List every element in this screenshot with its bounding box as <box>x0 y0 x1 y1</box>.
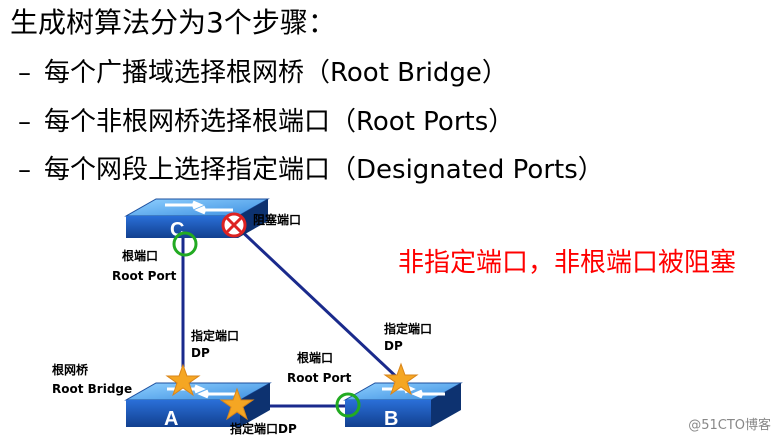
bullet-root-bridge: –每个广播域选择根网桥（Root Bridge） <box>18 56 508 90</box>
a-dp-label-en: DP <box>191 346 210 360</box>
designated-port-star-a-right <box>219 387 255 421</box>
bullet-text: 每个网段上选择指定端口（Designated Ports） <box>44 155 604 185</box>
a-bottom-dp-label: 指定端口DP <box>230 422 297 436</box>
b-root-port-label-en: Root Port <box>287 371 352 385</box>
bullet-text: 每个广播域选择根网桥（Root Bridge） <box>44 58 508 88</box>
bullet-root-ports: –每个非根网桥选择根端口（Root Ports） <box>18 105 514 139</box>
root-port-marker-b <box>335 392 361 418</box>
switch-a <box>124 382 272 427</box>
b-dp-label-en: DP <box>384 339 403 353</box>
root-bridge-label-cn: 根网桥 <box>52 363 89 377</box>
b-dp-label-cn: 指定端口 <box>384 322 433 336</box>
bullet-designated-ports: –每个网段上选择指定端口（Designated Ports） <box>18 153 604 187</box>
switch-a-label: A <box>164 408 178 430</box>
switch-c-label: C <box>170 219 184 241</box>
bullet-text: 每个非根网桥选择根端口（Root Ports） <box>44 107 515 137</box>
switch-b <box>343 382 463 427</box>
c-root-port-label-en: Root Port <box>112 269 177 283</box>
blocked-port-label: 阻塞端口 <box>253 213 302 227</box>
switch-c <box>124 198 270 238</box>
blocked-port-icon <box>221 212 247 238</box>
switch-b-label: B <box>384 408 398 430</box>
c-root-port-label-cn: 根端口 <box>122 249 159 263</box>
root-bridge-label-en: Root Bridge <box>52 382 133 396</box>
designated-port-star-a-top <box>165 363 201 397</box>
watermark: @51CTO博客 <box>688 418 771 433</box>
blocked-note: 非指定端口，非根端口被阻塞 <box>398 248 737 278</box>
link-c-b <box>234 224 406 386</box>
bullet-dash: – <box>18 58 31 88</box>
a-dp-label-cn: 指定端口 <box>191 329 240 343</box>
root-port-marker-c <box>172 231 198 257</box>
bullet-dash: – <box>18 107 31 137</box>
page-title: 生成树算法分为3个步骤： <box>10 6 336 39</box>
b-root-port-label-cn: 根端口 <box>297 351 334 365</box>
bullet-dash: – <box>18 155 31 185</box>
designated-port-star-b-top <box>383 362 419 396</box>
